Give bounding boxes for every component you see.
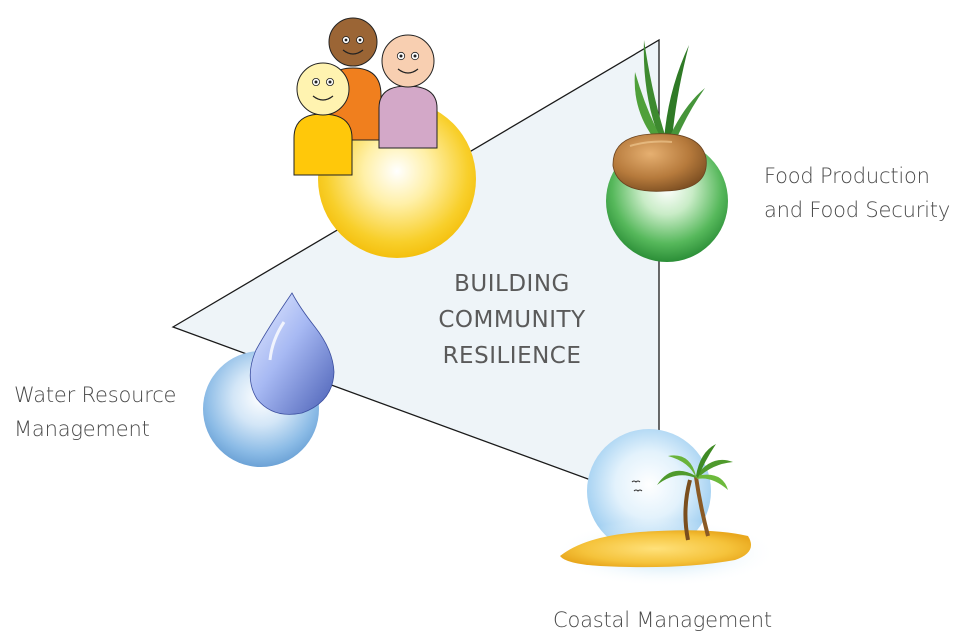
coastal-label-line-1: Coastal Management [553, 608, 772, 632]
plant-icon [612, 40, 707, 192]
food-label: Food Production and Food Security [764, 163, 964, 224]
center-title: BUILDING COMMUNITY RESILIENCE [412, 266, 612, 374]
water-drop-icon [249, 292, 335, 415]
birds-icon [631, 480, 643, 492]
palm-island-icon [553, 444, 777, 587]
center-line-2: COMMUNITY [438, 307, 586, 333]
coastal-label: Coastal Management [553, 607, 813, 634]
water-label-line-1: Water Resource [14, 383, 177, 407]
food-label-line-1: Food Production [764, 164, 930, 188]
water-label: Water Resource Management [14, 382, 214, 443]
people-icon [293, 17, 438, 176]
food-label-line-2: and Food Security [764, 198, 951, 222]
center-line-1: BUILDING [454, 271, 570, 297]
water-label-line-2: Management [14, 417, 150, 441]
center-line-3: RESILIENCE [442, 343, 582, 369]
